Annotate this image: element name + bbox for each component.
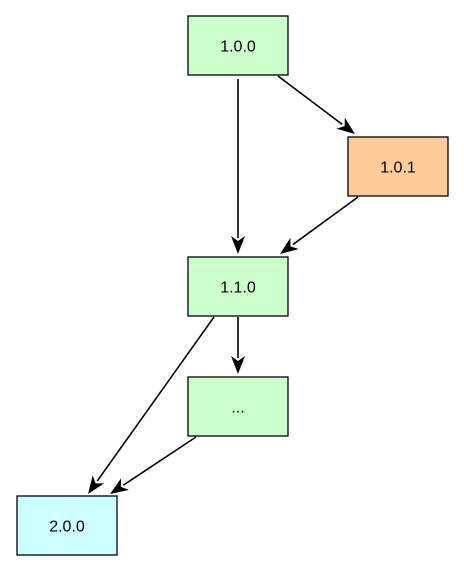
arrowhead-icon	[110, 478, 129, 494]
node-box	[187, 256, 289, 317]
arrowhead-icon	[231, 356, 245, 374]
node-n200: 2.0.0	[16, 495, 118, 556]
edge-line	[292, 196, 359, 246]
edge-ndots-to-n200	[110, 436, 197, 494]
arrowhead-icon	[231, 236, 245, 254]
node-box	[16, 495, 118, 556]
node-label: 1.1.0	[220, 280, 256, 297]
arrowhead-icon	[88, 475, 105, 494]
edge-line	[122, 436, 197, 486]
arrowhead-icon	[336, 117, 355, 134]
edge-n100-to-n101	[277, 75, 355, 134]
edge-n101-to-n110	[280, 196, 359, 254]
node-box	[187, 15, 289, 76]
edge-n110-to-ndots	[231, 317, 245, 374]
edge-n110-to-n200	[88, 316, 215, 494]
node-label: 1.0.0	[220, 39, 256, 56]
node-box	[187, 376, 289, 437]
node-ndots: ...	[187, 376, 289, 437]
node-label: 2.0.0	[49, 519, 85, 536]
node-n110: 1.1.0	[187, 256, 289, 317]
node-n101: 1.0.1	[347, 136, 449, 197]
node-label: ...	[231, 400, 244, 417]
edge-line	[96, 316, 215, 482]
node-label: 1.0.1	[380, 160, 416, 177]
node-n100: 1.0.0	[187, 15, 289, 76]
edge-line	[277, 75, 343, 126]
edge-n100-to-n110	[231, 79, 245, 254]
edges-layer	[88, 75, 359, 494]
arrowhead-icon	[280, 237, 299, 254]
nodes-layer: 1.0.0 1.0.1 1.1.0... 2.0.0	[16, 15, 449, 556]
node-box	[347, 136, 449, 197]
